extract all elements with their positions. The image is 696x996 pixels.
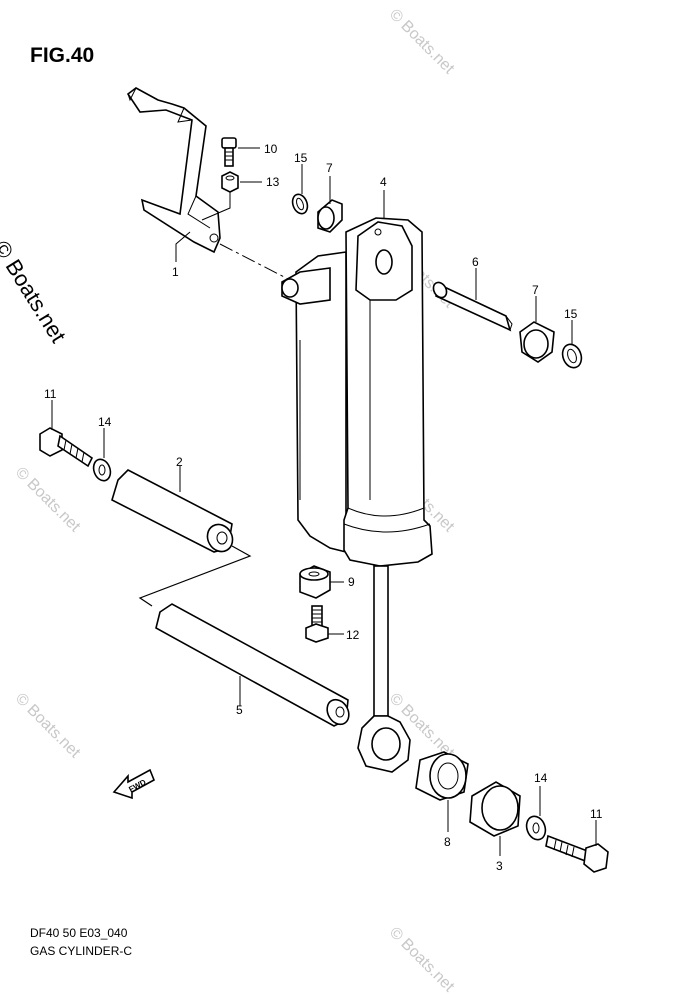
callout-7-upper: 7 <box>326 161 333 175</box>
callout-8: 8 <box>444 835 451 849</box>
part-1-bracket <box>126 87 221 254</box>
part-14-washer-left <box>92 458 112 482</box>
part-5-long-tube <box>155 603 350 727</box>
part-11-bolt-left <box>39 427 94 468</box>
part-3-collar <box>469 781 521 837</box>
callout-14-right: 14 <box>534 771 548 785</box>
callout-2: 2 <box>176 455 183 469</box>
leader-lines <box>51 147 597 856</box>
callout-15-upper: 15 <box>294 151 308 165</box>
part-11-bolt-right <box>545 834 609 873</box>
figure-title: FIG.40 <box>30 44 95 67</box>
leader <box>201 192 231 221</box>
callout-1: 1 <box>172 265 179 279</box>
part-7-bushing-upper <box>317 199 343 233</box>
callout-12: 12 <box>346 628 360 642</box>
part-13-nut <box>221 171 239 193</box>
part-14-washer-right <box>525 815 547 841</box>
part-4-gas-cylinder <box>343 217 433 567</box>
break-line <box>138 545 252 607</box>
figure-code: DF40 50 E03_040 <box>30 926 128 940</box>
callout-10: 10 <box>264 142 278 156</box>
callout-9: 9 <box>348 575 355 589</box>
callout-4: 4 <box>380 175 387 189</box>
figure-caption: GAS CYLINDER-C <box>30 944 133 958</box>
fwd-arrow-icon: FWD <box>112 768 156 800</box>
part-10-bolt <box>221 137 237 167</box>
piston-rod <box>357 565 411 773</box>
part-2-spacer-tube <box>111 469 234 553</box>
callout-7-right: 7 <box>532 283 539 297</box>
callout-13: 13 <box>266 175 280 189</box>
part-7-bushing-right <box>519 321 555 363</box>
callout-11-right: 11 <box>590 807 603 821</box>
part-8-flanged-bushing <box>415 751 469 801</box>
callout-6: 6 <box>472 255 479 269</box>
centerline <box>219 243 291 281</box>
part-12-bolt <box>305 605 329 643</box>
callout-11-left: 11 <box>44 387 57 401</box>
part-6-pin <box>432 281 513 332</box>
part-9-collar <box>299 565 331 599</box>
part-15-circlip-upper <box>291 193 309 215</box>
callout-3: 3 <box>496 859 503 873</box>
callout-15-right: 15 <box>564 307 578 321</box>
gas-cylinder-housing <box>281 251 347 554</box>
callout-14-left: 14 <box>98 415 112 429</box>
callout-5: 5 <box>236 703 243 717</box>
part-15-circlip-right <box>561 343 583 369</box>
